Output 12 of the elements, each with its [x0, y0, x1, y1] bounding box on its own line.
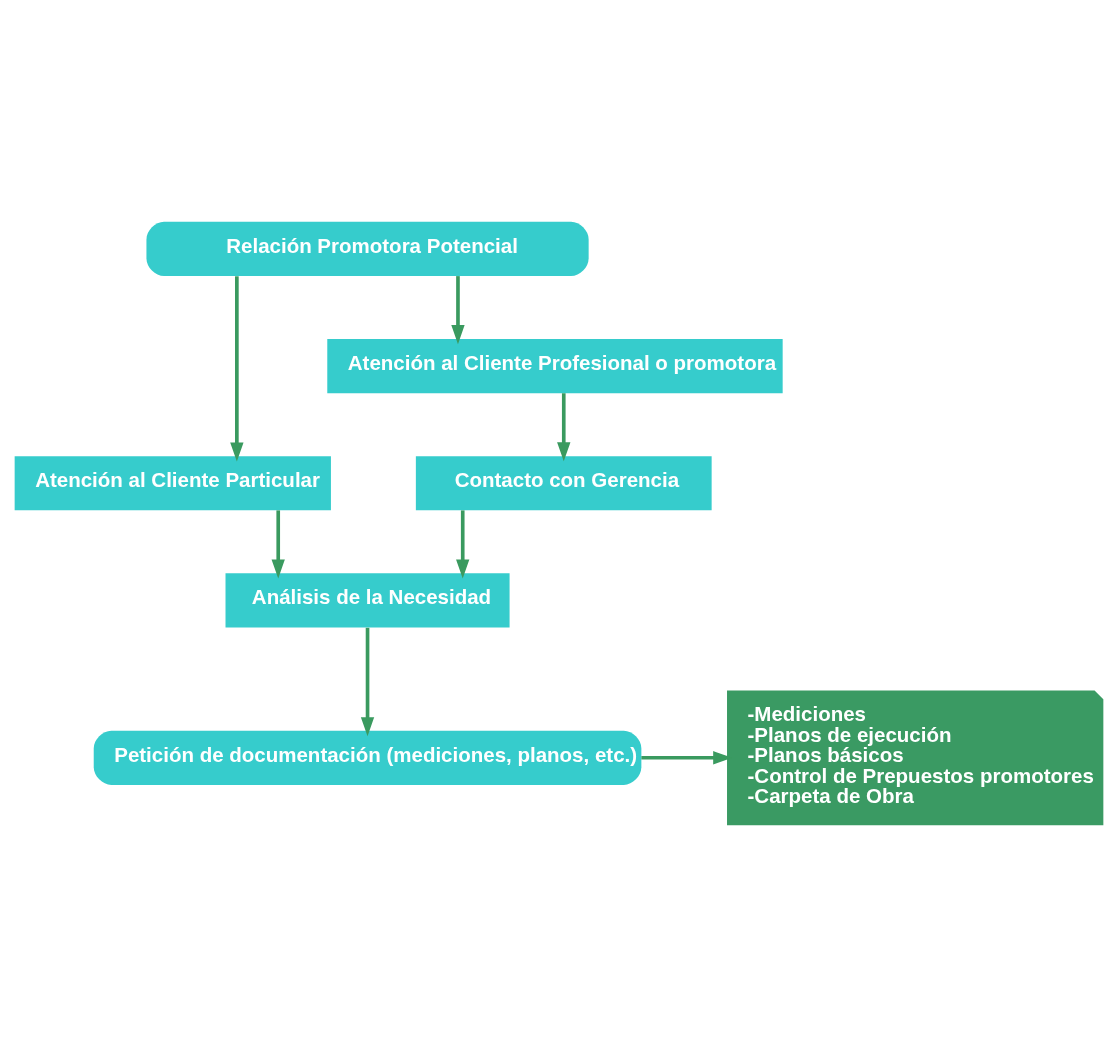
node-box: Atención al Cliente Profesional o promotora	[327, 339, 783, 394]
arrow	[451, 276, 465, 345]
arrow	[557, 393, 571, 462]
node-box: Petición de documentación (mediciones, planos, etc.)	[93, 730, 642, 785]
arrow	[456, 510, 470, 579]
node-box: Atención al Cliente Particular	[14, 456, 331, 511]
node-box: Análisis de la Necesidad	[225, 573, 510, 628]
arrow	[360, 627, 375, 737]
node-box: Contacto con Gerencia	[415, 456, 712, 511]
node-box: Relación Promotora Potencial	[146, 221, 589, 277]
arrow	[230, 276, 244, 462]
arrow	[271, 510, 285, 579]
